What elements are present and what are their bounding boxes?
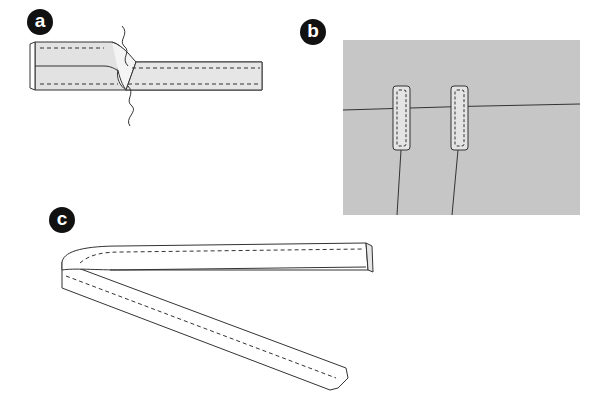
step-letter: c <box>49 207 75 233</box>
turned-tube <box>30 26 262 126</box>
step-letter: b <box>300 19 326 45</box>
finished-strip <box>62 243 373 390</box>
belt-loops <box>343 40 580 215</box>
step-letter: a <box>27 9 53 35</box>
